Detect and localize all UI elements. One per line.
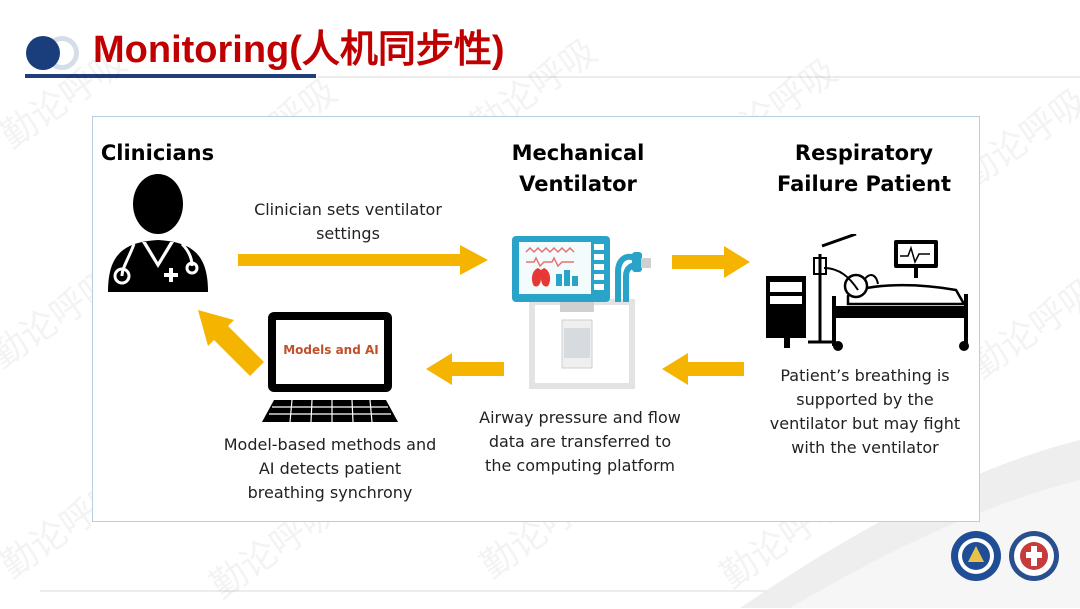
airway-caption-line3: the computing platform: [485, 456, 675, 475]
arrow-patient-to-ventilator-icon: [662, 353, 744, 385]
ventilator-label-line1: Mechanical: [511, 141, 645, 165]
model-caption-line1: Model-based methods and: [223, 435, 437, 454]
computer-icon: [262, 312, 398, 422]
ventilator-icon: [512, 236, 651, 389]
arrow-ventilator-to-patient-icon: [672, 246, 750, 278]
airway-caption-line2: data are transferred to: [488, 432, 672, 451]
patient-caption-line2: supported by the: [796, 390, 934, 409]
model-caption-line2: AI detects patient: [258, 459, 402, 478]
arrow-ventilator-to-computer-icon: [426, 353, 504, 385]
airway-caption-line1: Airway pressure and flow: [479, 408, 681, 427]
clinician-icon: [108, 174, 208, 292]
arrow-computer-to-clinician-icon: [198, 310, 264, 376]
patient-caption-line3: ventilator but may fight: [769, 414, 961, 433]
clinicians-label: Clinicians: [100, 141, 215, 165]
university-seal-logo-1: [951, 531, 1001, 581]
patient-caption-line4: with the ventilator: [791, 438, 939, 457]
title-bullet-icon: [26, 36, 79, 70]
patient-bed-icon: [766, 234, 969, 351]
slide-title: Monitoring(人机同步性): [93, 29, 505, 71]
patient-caption-line1: Patient’s breathing is: [780, 366, 950, 385]
patient-label-line1: Respiratory: [794, 141, 934, 165]
ventilator-label-line2: Ventilator: [519, 172, 637, 196]
clinician-caption-line2: settings: [316, 224, 380, 243]
arrow-clinician-to-ventilator-icon: [238, 245, 488, 275]
university-seal-logo-2: [1009, 531, 1059, 581]
patient-label-line2: Failure Patient: [776, 172, 951, 196]
models-and-ai-label: Models and AI: [283, 343, 379, 357]
model-caption-line3: breathing synchrony: [247, 483, 413, 502]
clinician-caption-line1: Clinician sets ventilator: [254, 200, 442, 219]
